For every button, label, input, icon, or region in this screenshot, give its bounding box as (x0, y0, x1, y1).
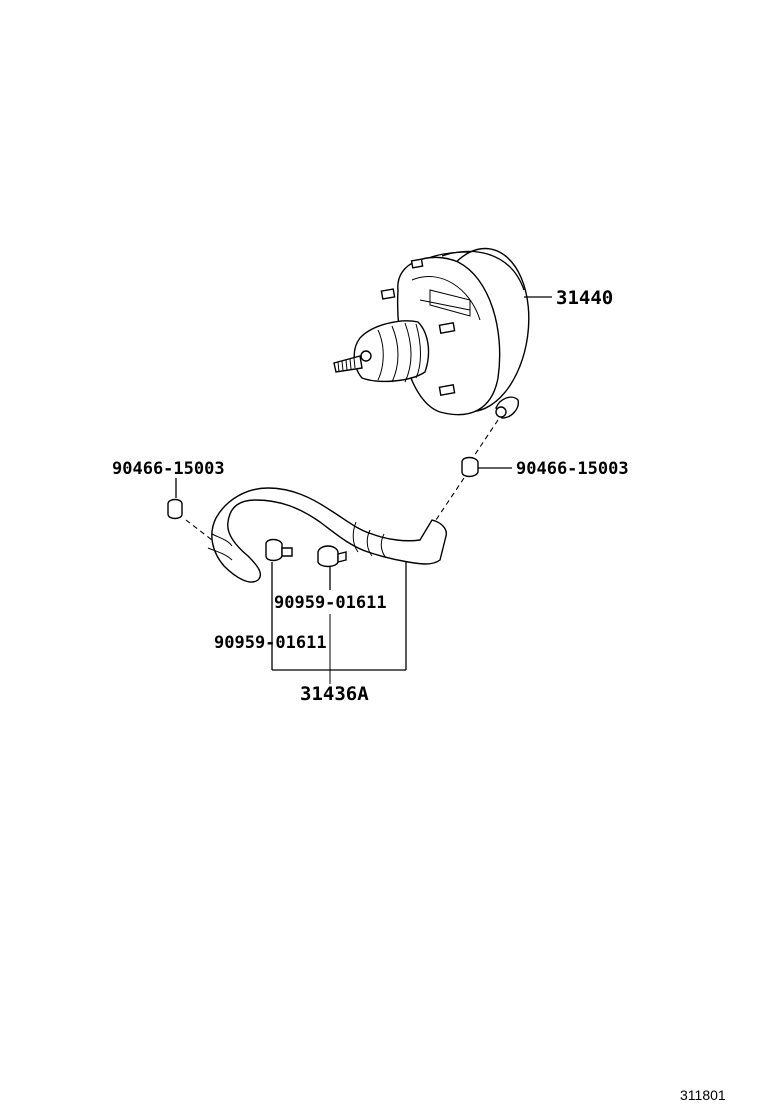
check-valve-left (167, 498, 183, 520)
connection-dash-right (469, 419, 499, 463)
figure-number: 311801 (680, 1087, 726, 1103)
check-valve-right (461, 456, 479, 478)
check-valve-left-part-number: 90466-15003 (112, 459, 225, 479)
check-valve-right-part-number: 90466-15003 (516, 459, 629, 479)
clamp-left-part-number: 90959-01611 (214, 633, 327, 653)
booster-part-number: 31440 (556, 287, 613, 309)
connection-dash-right-lower (435, 477, 465, 521)
hose-assembly-part-number: 31436A (300, 683, 369, 705)
clamp-left (265, 538, 293, 562)
clamp-right-part-number: 90959-01611 (274, 593, 387, 613)
clamp-right (317, 545, 347, 568)
connection-dash-left (185, 519, 213, 541)
brake-booster (333, 247, 530, 419)
vacuum-hose (207, 487, 447, 583)
